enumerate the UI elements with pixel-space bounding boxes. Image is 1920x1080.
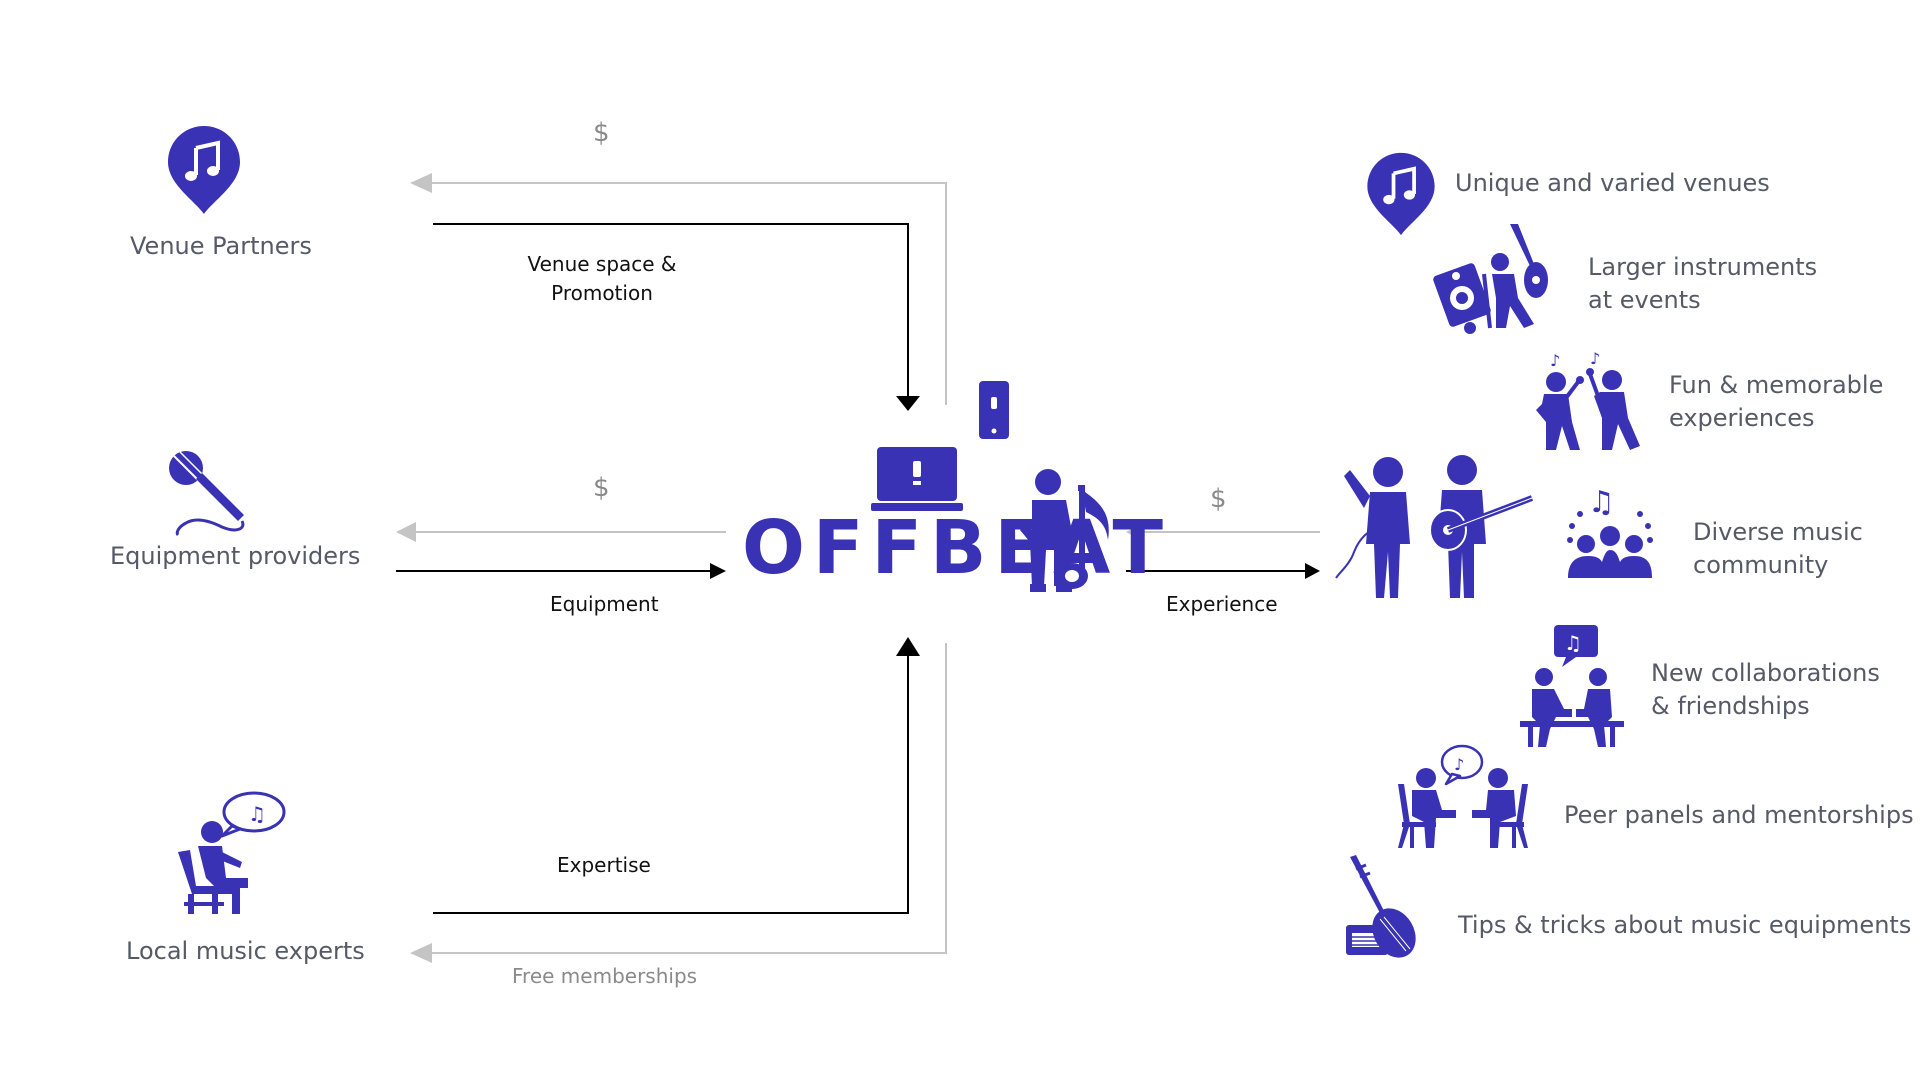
- benefit-diverse-community: Diverse music community: [1693, 518, 1863, 579]
- equipment-label: Equipment: [550, 592, 659, 616]
- microphone-icon: [169, 451, 245, 537]
- equipment-arrow: [396, 563, 726, 579]
- local-music-experts-label: Local music experts: [126, 937, 365, 965]
- benefit-fun-memorable: Fun & memorable experiences: [1669, 371, 1884, 432]
- singers-icon: ♪ ♪: [1536, 349, 1640, 450]
- leaning-musician-icon: [1020, 469, 1109, 592]
- svg-text:♪: ♪: [1550, 351, 1560, 370]
- instrument-mover-icon: [1433, 224, 1548, 334]
- pipa-amp-icon: [1346, 855, 1416, 958]
- venue-space-arrow: [433, 223, 920, 411]
- svg-text:♪: ♪: [1590, 349, 1600, 368]
- svg-text:♫: ♫: [248, 802, 266, 826]
- music-pin-icon: [168, 126, 240, 214]
- equipment-providers-label: Equipment providers: [110, 542, 361, 570]
- benefit-larger-instruments: Larger instruments at events: [1588, 253, 1818, 314]
- free-membership-arrow: [410, 643, 947, 963]
- offbeat-logo: OFFBEAT: [742, 505, 1171, 591]
- free-memberships-label: Free memberships: [512, 964, 698, 988]
- experience-label: Experience: [1166, 592, 1278, 616]
- expertise-arrow: [433, 637, 920, 914]
- venue-partners-label: Venue Partners: [130, 232, 312, 260]
- customer-payment-arrow: [1126, 522, 1320, 542]
- svg-text:♫: ♫: [1564, 631, 1582, 655]
- panel-icon: ♪: [1398, 744, 1528, 848]
- venue-payment-arrow: [410, 173, 947, 405]
- music-pin-icon: [1367, 152, 1435, 236]
- venue-space-label: Venue space & Promotion: [527, 252, 677, 305]
- benefit-peer-panels: Peer panels and mentorships: [1564, 801, 1914, 829]
- benefit-collaborations: New collaborations & friendships: [1651, 659, 1880, 720]
- collaboration-icon: ♫: [1520, 625, 1624, 747]
- equipment-payment-label: $: [593, 473, 610, 503]
- expertise-label: Expertise: [557, 853, 651, 877]
- seated-expert-icon: ♫: [178, 791, 286, 914]
- benefit-tips-tricks: Tips & tricks about music equipments: [1458, 911, 1912, 939]
- svg-text:♫: ♫: [1588, 485, 1615, 520]
- performers-icon: [1335, 455, 1534, 598]
- equipment-payment-arrow: [396, 522, 726, 542]
- benefit-unique-venues: Unique and varied venues: [1455, 169, 1770, 197]
- laptop-icon: [871, 447, 963, 511]
- customer-payment-label: $: [1210, 484, 1227, 514]
- svg-text:♪: ♪: [1454, 755, 1464, 774]
- venue-payment-label: $: [593, 118, 610, 148]
- community-icon: ♫: [1567, 485, 1653, 578]
- experience-arrow: [1126, 563, 1320, 579]
- phone-icon: [979, 381, 1009, 439]
